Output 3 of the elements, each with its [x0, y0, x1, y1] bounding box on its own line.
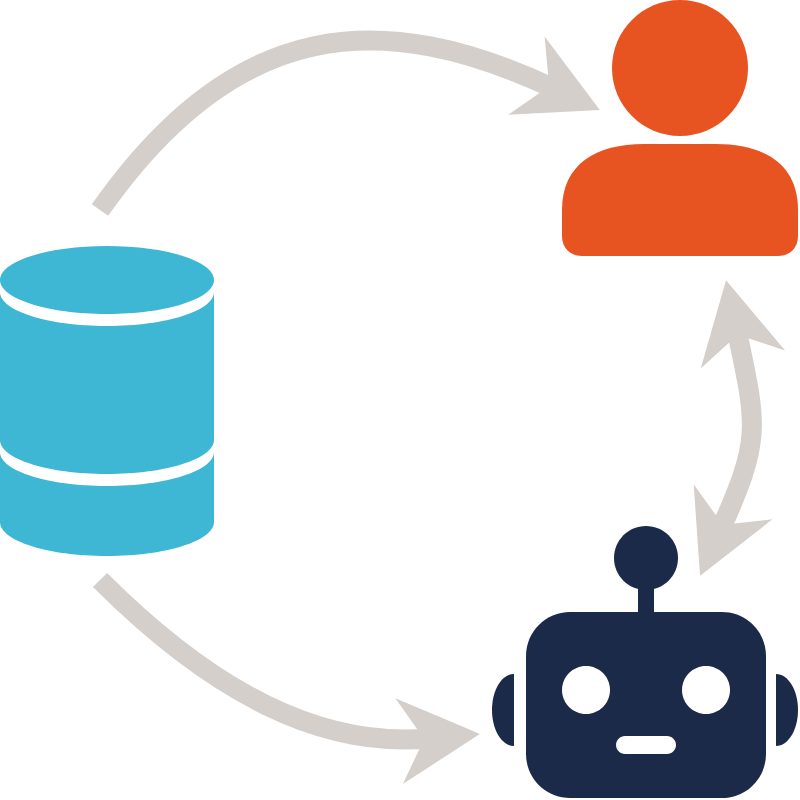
person-icon: [562, 0, 798, 256]
robot-icon: [492, 526, 798, 798]
database-icon: [0, 246, 214, 556]
